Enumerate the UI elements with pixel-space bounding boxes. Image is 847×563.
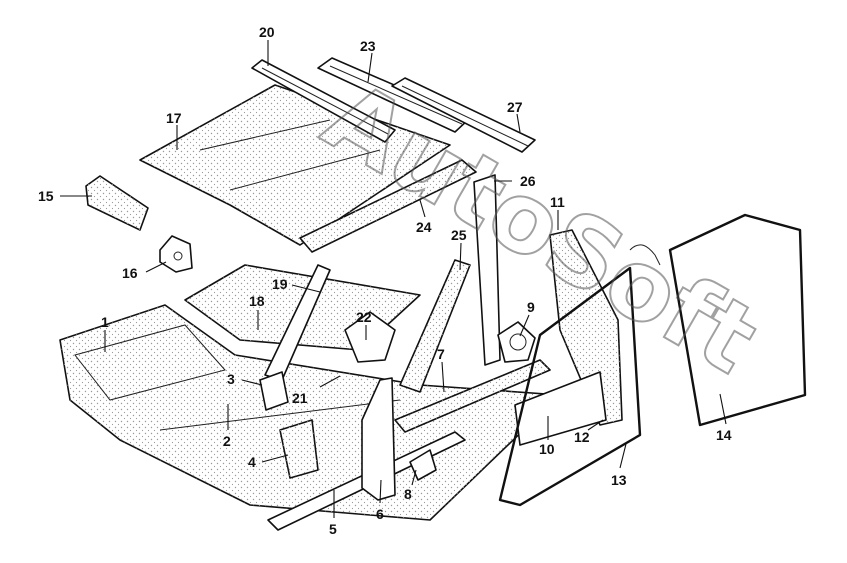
callout-2: 2 bbox=[223, 433, 231, 449]
callout-6: 6 bbox=[376, 506, 384, 522]
roof-rail-rear bbox=[391, 77, 536, 153]
callout-16: 16 bbox=[122, 265, 138, 281]
callout-25: 25 bbox=[451, 227, 467, 243]
sun-visor bbox=[85, 175, 149, 231]
callout-22: 22 bbox=[356, 309, 372, 325]
callout-1: 1 bbox=[101, 314, 109, 330]
floor-bracket bbox=[344, 311, 396, 363]
rear-door-seal bbox=[668, 213, 807, 427]
callout-7: 7 bbox=[437, 346, 445, 362]
callout-14: 14 bbox=[716, 427, 732, 443]
quarter-pillar bbox=[549, 229, 623, 426]
callout-17: 17 bbox=[166, 110, 182, 126]
front-door-seal bbox=[498, 266, 642, 507]
roof-rail-front bbox=[251, 59, 396, 143]
callout-20: 20 bbox=[259, 24, 275, 40]
callout-13: 13 bbox=[611, 472, 627, 488]
callout-18: 18 bbox=[249, 293, 265, 309]
callout-12: 12 bbox=[574, 429, 590, 445]
leader-lines bbox=[60, 40, 727, 518]
callout-9: 9 bbox=[527, 299, 535, 315]
callout-21: 21 bbox=[292, 390, 308, 406]
callout-10: 10 bbox=[539, 441, 555, 457]
callout-27: 27 bbox=[507, 99, 523, 115]
wheelhouse bbox=[497, 321, 536, 363]
callout-5: 5 bbox=[329, 521, 337, 537]
visor-bracket bbox=[159, 235, 193, 273]
seal-clip-wire bbox=[629, 244, 661, 266]
roof-side-rail bbox=[299, 159, 477, 253]
floor-reinforcement bbox=[279, 419, 319, 479]
callout-24: 24 bbox=[416, 219, 432, 235]
callout-labels: 20 23 27 17 15 16 26 24 25 11 19 18 1 22… bbox=[38, 24, 732, 537]
front-pillar-lower bbox=[361, 377, 396, 501]
c-pillar bbox=[473, 174, 501, 366]
callout-11: 11 bbox=[550, 194, 565, 210]
callout-19: 19 bbox=[272, 276, 288, 292]
callout-15: 15 bbox=[38, 188, 54, 204]
rocker-panel bbox=[394, 359, 551, 433]
callout-8: 8 bbox=[404, 486, 412, 502]
callout-3: 3 bbox=[227, 371, 235, 387]
callout-23: 23 bbox=[360, 38, 376, 54]
seat-bracket bbox=[259, 371, 289, 411]
callout-26: 26 bbox=[520, 173, 536, 189]
quarter-inner-panel bbox=[514, 371, 607, 446]
b-pillar bbox=[399, 259, 471, 393]
callout-4: 4 bbox=[248, 454, 256, 470]
